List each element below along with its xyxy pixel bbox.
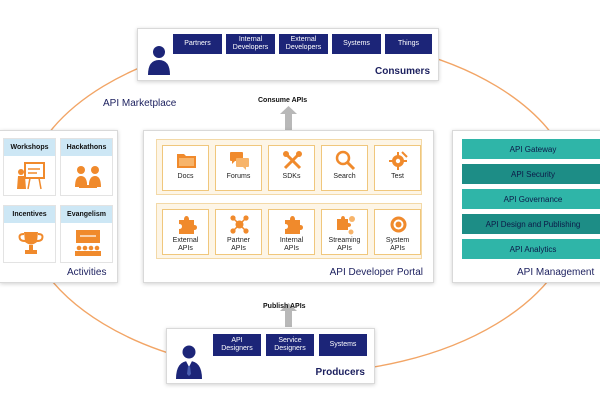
puzzle-cluster-icon — [337, 216, 355, 235]
consumer-tag-things: Things — [385, 34, 432, 54]
management-item-security: API Security — [462, 164, 600, 184]
marketplace-label: API Marketplace — [103, 98, 177, 109]
presenter-board-icon — [17, 162, 45, 190]
puzzle-icon — [179, 216, 197, 234]
portal-tile-forums: Forums — [215, 145, 262, 191]
audience-icon — [75, 230, 101, 256]
person-icon — [148, 46, 170, 75]
management-item-governance: API Governance — [462, 189, 600, 209]
folder-icon — [177, 154, 196, 168]
activity-card-workshops: Workshops — [3, 138, 56, 196]
management-item-analytics: API Analytics — [462, 239, 600, 259]
tile-label: External APIs — [172, 237, 199, 252]
activity-card-evangelism: Evangelism — [60, 205, 113, 263]
tile-label: Test — [391, 173, 404, 180]
producers-title: Producers — [315, 367, 365, 378]
chat-bubbles-icon — [230, 152, 249, 170]
tile-label: System APIs — [385, 237, 410, 252]
portal-tile-streaming-apis: Streaming APIs — [321, 209, 368, 255]
activities-title: Activities — [67, 267, 107, 278]
portal-tile-system-apis: System APIs — [374, 209, 421, 255]
activity-card-hackathons: Hackathons — [60, 138, 113, 196]
activity-label: Evangelism — [61, 206, 112, 223]
portal-resources-group: Docs Forums SDKs Sea — [156, 139, 422, 195]
api-management-title: API Management — [517, 267, 595, 278]
consumer-tag-external-developers: External Developers — [279, 34, 328, 54]
consumer-tag-systems: Systems — [332, 34, 381, 54]
consumers-panel: Partners Internal Developers External De… — [137, 28, 439, 81]
producer-tag-api-designers: API Designers — [213, 334, 261, 356]
portal-tile-partner-apis: Partner APIs — [215, 209, 262, 255]
activities-panel: Workshops Hackathons Incentives — [0, 130, 118, 283]
tile-label: Docs — [177, 173, 194, 180]
portal-tile-docs: Docs — [162, 145, 209, 191]
gears-icon — [390, 216, 407, 233]
producer-tag-systems: Systems — [319, 334, 367, 356]
portal-tile-test: Test — [374, 145, 421, 191]
activity-label: Workshops — [4, 139, 55, 156]
tile-label: Search — [333, 173, 356, 180]
publish-apis-label: Publish APIs — [263, 303, 306, 310]
portal-tile-external-apis: External APIs — [162, 209, 209, 255]
businessman-icon — [176, 345, 202, 379]
developer-portal-panel: Docs Forums SDKs Sea — [143, 130, 434, 283]
network-icon — [230, 215, 249, 234]
consume-arrow — [280, 106, 297, 130]
portal-tile-sdks: SDKs — [268, 145, 315, 191]
management-item-design-publishing: API Design and Publishing — [462, 214, 600, 234]
tile-label: Forums — [226, 173, 251, 180]
portal-tile-search: Search — [321, 145, 368, 191]
consumers-title: Consumers — [374, 66, 430, 77]
portal-tile-internal-apis: Internal APIs — [268, 209, 315, 255]
consume-apis-label: Consume APIs — [258, 97, 308, 104]
magnifier-icon — [335, 150, 356, 171]
puzzle-icon — [285, 216, 303, 234]
api-management-panel: API Gateway API Security API Governance … — [452, 130, 600, 283]
developer-portal-title: API Developer Portal — [329, 267, 423, 278]
portal-apis-group: External APIs Partner APIs Internal APIs — [156, 203, 422, 259]
tile-label: Internal APIs — [279, 237, 304, 252]
tools-icon — [283, 151, 302, 170]
tile-label: Streaming APIs — [328, 237, 361, 252]
producers-panel: API Designers Service Designers Systems … — [166, 328, 375, 384]
publish-arrow — [280, 303, 297, 327]
tile-label: Partner APIs — [227, 237, 250, 252]
management-item-gateway: API Gateway — [462, 139, 600, 159]
gear-wrench-icon — [389, 151, 408, 170]
consumer-tag-partners: Partners — [173, 34, 222, 54]
producer-tag-service-designers: Service Designers — [266, 334, 314, 356]
activity-label: Incentives — [4, 206, 55, 223]
tile-label: SDKs — [282, 173, 301, 180]
trophy-icon — [18, 232, 44, 254]
consumer-tag-internal-developers: Internal Developers — [226, 34, 275, 54]
activity-card-incentives: Incentives — [3, 205, 56, 263]
activity-label: Hackathons — [61, 139, 112, 156]
people-collaborate-icon — [75, 166, 101, 188]
